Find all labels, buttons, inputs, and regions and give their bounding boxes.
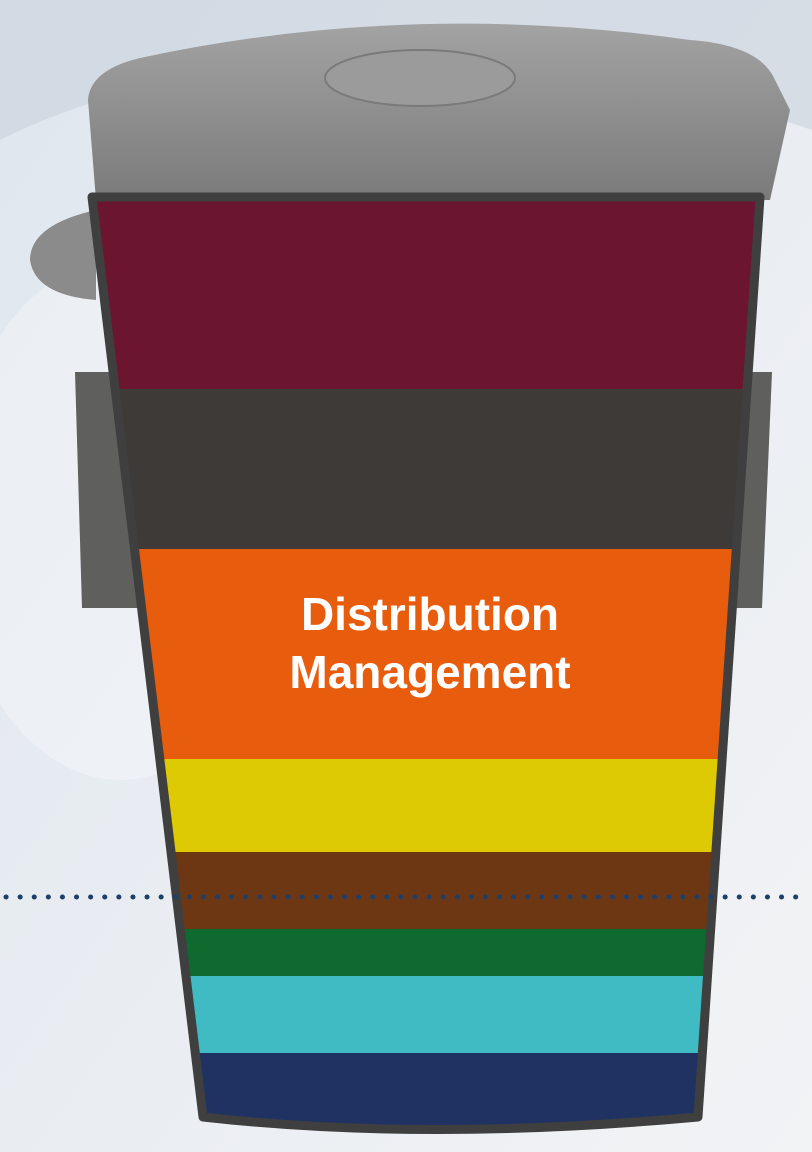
cup-layer-5 bbox=[92, 852, 760, 929]
cup-layer-6 bbox=[92, 929, 760, 976]
cup-layer-7 bbox=[92, 976, 760, 1053]
cup-layer-2 bbox=[92, 389, 760, 549]
lid-logo bbox=[324, 49, 516, 107]
distribution-management-label: Distribution Management bbox=[289, 588, 571, 698]
lid-tab bbox=[30, 210, 96, 300]
cup-layer-1 bbox=[92, 197, 760, 389]
cup-layers bbox=[92, 197, 760, 1130]
cup-layer-4 bbox=[92, 759, 760, 852]
cup-outline bbox=[87, 192, 765, 1134]
cup-layer-3 bbox=[92, 549, 760, 759]
cup-lid bbox=[88, 23, 790, 201]
